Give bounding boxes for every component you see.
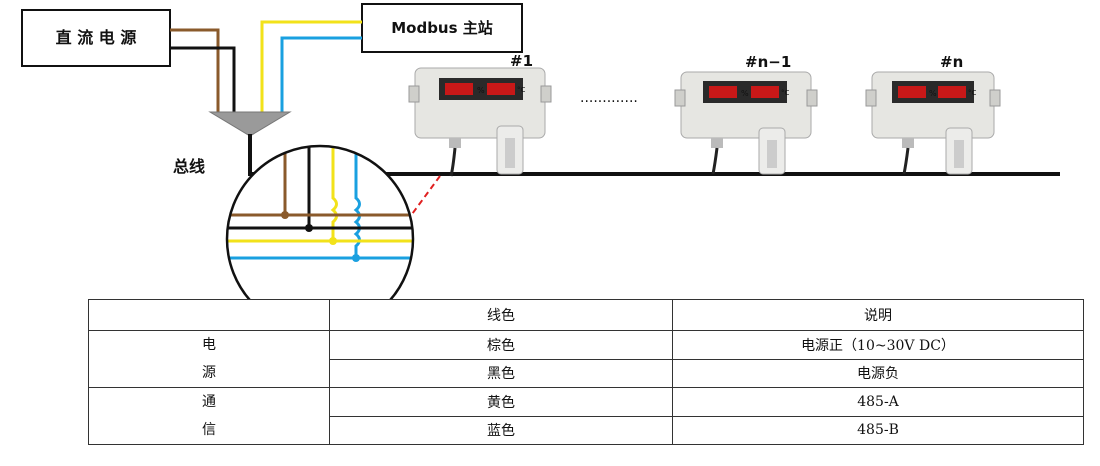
svg-text:°C: °C bbox=[781, 89, 790, 97]
description-cell: 485-B bbox=[672, 415, 1084, 445]
group-char: 源 bbox=[202, 365, 216, 381]
header-empty bbox=[88, 299, 330, 331]
wire-color-table: 线色 说明 电 源 棕色 电源正（10~30V DC） 黑色 电源负 通 信 黄… bbox=[88, 299, 1084, 445]
device-1-id: #1 bbox=[510, 52, 533, 70]
svg-text:%: % bbox=[477, 86, 485, 95]
wire-color-cell: 黑色 bbox=[329, 358, 673, 388]
svg-text:%: % bbox=[741, 89, 749, 98]
devices-ellipsis: ············· bbox=[580, 94, 638, 110]
group-char: 通 bbox=[202, 394, 216, 410]
table-header-row: 线色 说明 bbox=[88, 299, 1084, 331]
power-supply-box bbox=[21, 9, 171, 67]
svg-text:°C: °C bbox=[968, 89, 977, 97]
group-char: 信 bbox=[202, 422, 216, 438]
wire-color-cell: 棕色 bbox=[329, 330, 673, 360]
svg-text:%: % bbox=[929, 89, 937, 98]
group-power: 电 源 bbox=[88, 330, 330, 388]
wire-color-cell: 黄色 bbox=[329, 387, 673, 417]
bus-label: 总线 bbox=[173, 157, 205, 176]
table-row: 黑色 电源负 bbox=[89, 358, 1084, 388]
zoom-circle-outline bbox=[225, 144, 415, 300]
table-row: 电 源 棕色 电源正（10~30V DC） bbox=[88, 330, 1084, 388]
brown-wire bbox=[170, 28, 220, 112]
device-1: % °C bbox=[408, 67, 552, 177]
group-communication: 通 信 bbox=[88, 387, 330, 445]
black-wire bbox=[170, 46, 236, 112]
device-n-minus-1: % °C bbox=[674, 71, 818, 175]
table-row: 蓝色 485-B bbox=[89, 415, 1084, 445]
header-description: 说明 bbox=[672, 299, 1084, 331]
power-supply-label: 直 流 电 源 bbox=[56, 28, 137, 47]
description-cell: 电源负 bbox=[672, 358, 1084, 388]
group-char: 电 bbox=[202, 337, 216, 353]
device-n: % °C bbox=[865, 71, 1001, 175]
modbus-master-label: Modbus 主站 bbox=[391, 19, 493, 37]
device-n-minus-1-id: #n−1 bbox=[745, 53, 791, 71]
blue-wire bbox=[280, 36, 362, 112]
wiring-diagram: 直 流 电 源 Modbus 主站 总线 % °C #1 ···········… bbox=[21, 3, 1060, 300]
device-n-id: #n bbox=[940, 53, 963, 71]
wire-detail-zoom bbox=[227, 146, 413, 300]
yellow-wire bbox=[260, 20, 362, 112]
junction-funnel bbox=[208, 111, 292, 137]
header-wire-color: 线色 bbox=[329, 299, 673, 331]
svg-text:°C: °C bbox=[517, 86, 526, 94]
modbus-master-box bbox=[361, 3, 523, 53]
wire-color-cell: 蓝色 bbox=[329, 415, 673, 445]
description-cell: 485-A bbox=[672, 387, 1084, 417]
description-cell: 电源正（10~30V DC） bbox=[672, 330, 1084, 360]
table-row: 通 信 黄色 485-A bbox=[88, 387, 1084, 445]
